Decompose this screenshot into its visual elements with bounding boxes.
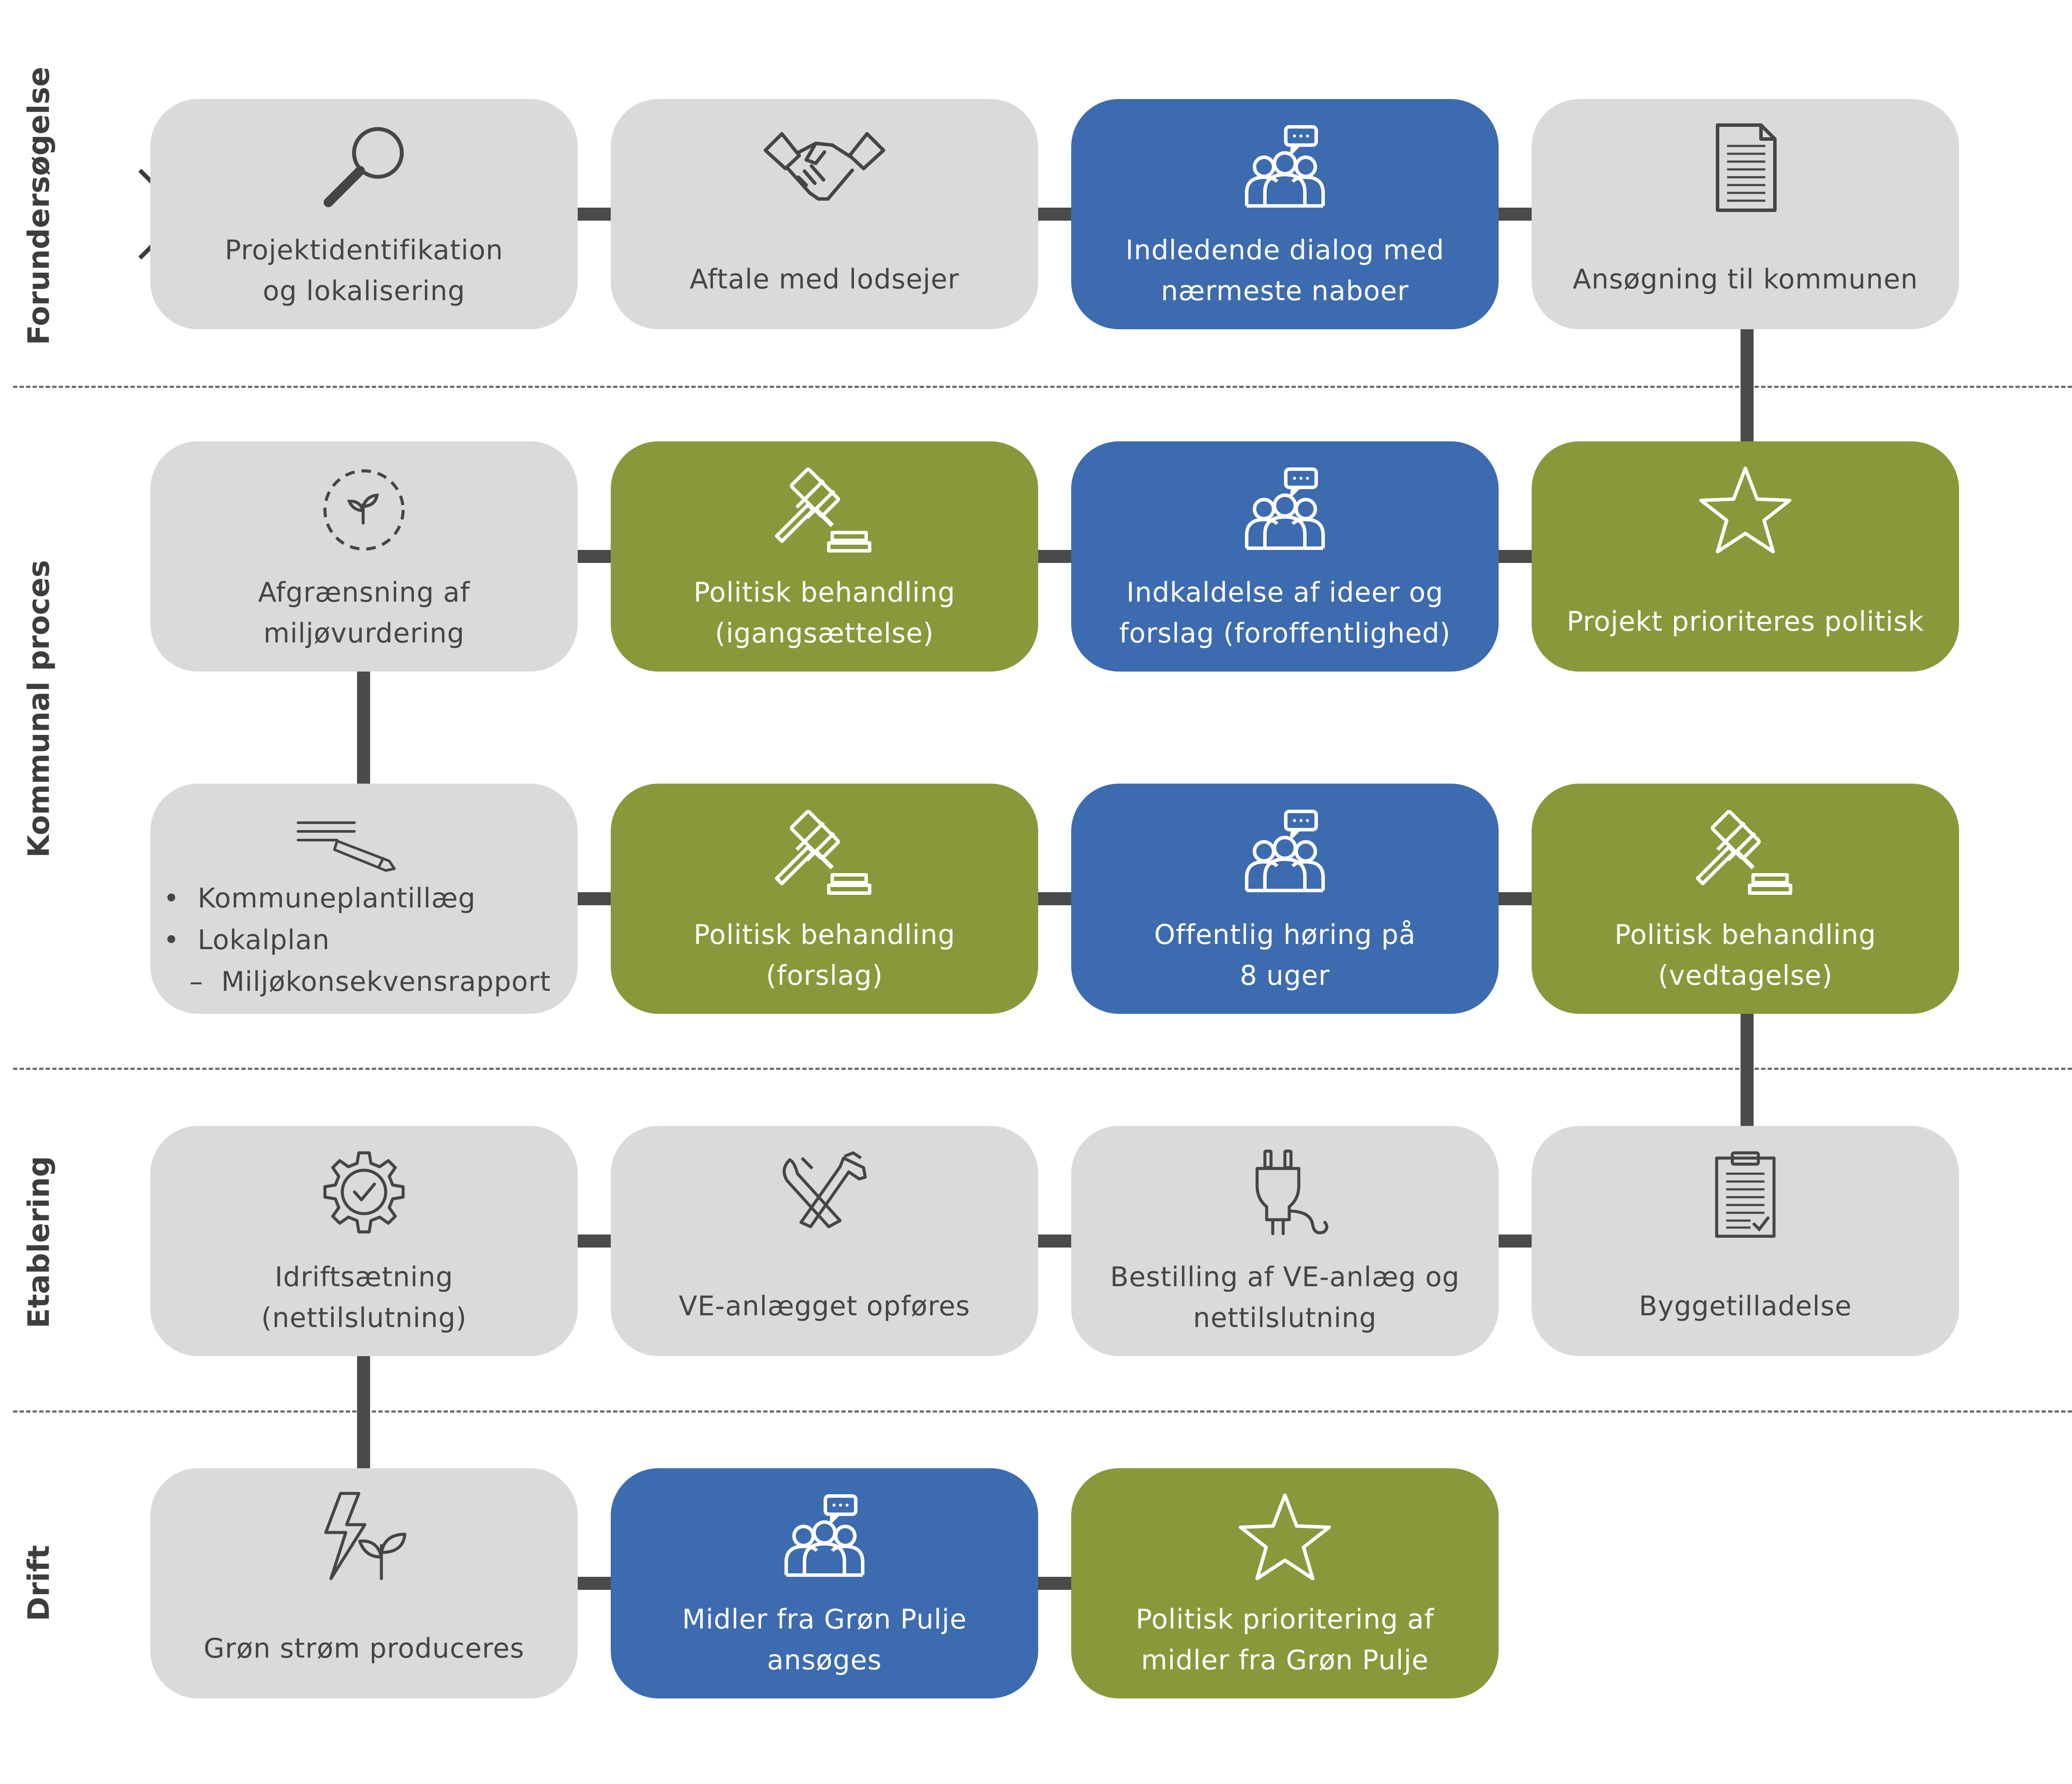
step-politisk-igangsaettelse: Politisk behandling (igangsættelse) [611,441,1038,672]
step-label: Ansøgning til kommunen [1572,263,1918,295]
step-label: 8 uger [1240,960,1330,991]
step-label: Aftale med lodsejer [689,263,960,295]
bullet-lokalplan: Lokalplan [198,924,330,956]
step-label: Politisk behandling [693,919,956,950]
phase-label-etablering: Etablering [22,1156,56,1328]
connector [1499,208,1533,221]
step-label: Projektidentifikation [225,234,503,266]
connector [1038,892,1073,905]
people-speech-icon [1220,804,1350,900]
phase-divider [13,1068,2072,1070]
phase-divider [13,386,2072,388]
step-label: nettilslutning [1193,1302,1377,1334]
connector [1741,1010,1754,1128]
step-politisk-forslag: Politisk behandling (forslag) [611,784,1038,1014]
step-label: Idriftsætning [275,1261,453,1293]
step-label: forslag (foroffentlighed) [1119,617,1451,649]
connector [578,1577,612,1590]
connector [1499,1235,1533,1248]
step-label: ansøges [767,1644,882,1676]
connector [1038,1577,1073,1590]
step-label: Projekt prioriteres politisk [1566,606,1924,637]
gavel-icon [1680,804,1811,900]
step-projektidentifikation: Projektidentifikation og lokalisering [150,99,578,329]
sub-bullet-miljoekonsekvensrapport: Miljøkonsekvensrapport [221,966,551,997]
star-icon [1220,1489,1350,1585]
step-label: (vedtagelse) [1658,960,1833,991]
handshake-icon [759,120,890,215]
step-indkaldelse: Indkaldelse af ideer og forslag (foroffen… [1071,441,1499,672]
people-speech-icon [1220,120,1350,215]
sub-bullet-marker: – [189,966,203,997]
step-planer: • Kommuneplantillæg • Lokalplan – Miljøk… [150,784,578,1014]
connector [1499,892,1533,905]
connector [1038,208,1073,221]
step-indledende-dialog: Indledende dialog med nærmeste naboer [1071,99,1499,329]
step-label: og lokalisering [262,275,466,307]
tools-icon [759,1147,890,1242]
connector [578,892,612,905]
bullet-marker: • [163,882,180,914]
step-prioritering-midler: Politisk prioritering af midler fra Grøn … [1071,1468,1499,1698]
document-icon [1680,120,1811,215]
step-label: VE-anlægget opføres [679,1290,970,1322]
connector [1038,1235,1073,1248]
step-label: Politisk behandling [1614,919,1877,950]
step-politisk-vedtagelse: Politisk behandling (vedtagelse) [1532,784,1959,1014]
connector [578,1235,612,1248]
step-label: nærmeste naboer [1161,275,1409,307]
step-byggetilladelse: Byggetilladelse [1532,1126,1959,1356]
phase-divider [13,1410,2072,1413]
step-label: Midler fra Grøn Pulje [682,1603,967,1635]
connector [1741,326,1754,443]
step-offentlig-hoering: Offentlig høring på 8 uger [1071,784,1499,1014]
gavel-icon [759,462,890,558]
step-bestilling: Bestilling af VE-anlæg og nettilslutning [1071,1126,1499,1356]
step-idriftsaetning: Idriftsætning (nettilslutning) [150,1126,578,1356]
step-label: miljøvurdering [263,617,465,649]
star-icon [1680,462,1811,558]
people-speech-icon [759,1489,890,1585]
step-label: Indledende dialog med [1125,234,1444,266]
plug-icon [1220,1147,1350,1242]
magnifier-icon [299,120,429,215]
step-label: Offentlig høring på [1154,919,1416,950]
phase-label-forundersoegelse: Forundersøgelse [22,66,56,345]
step-label: Politisk prioritering af [1135,1603,1434,1635]
step-label: midler fra Grøn Pulje [1141,1644,1429,1676]
step-aftale-med-lodsejer: Aftale med lodsejer [611,99,1038,329]
gavel-icon [759,804,890,900]
connector [578,550,612,563]
step-afgraensning: Afgrænsning af miljøvurdering [150,441,578,672]
lightning-leaf-icon [299,1489,429,1585]
phase-label-kommunal-proces: Kommunal proces [22,560,56,858]
phase-label-drift: Drift [22,1545,56,1622]
step-label: Bestilling af VE-anlæg og [1110,1261,1460,1293]
clipboard-icon [1680,1147,1811,1242]
bullet-kommuneplantillaeg: Kommuneplantillæg [198,882,476,914]
bullet-marker: • [163,924,180,956]
step-label: Byggetilladelse [1638,1290,1852,1322]
connector [357,668,370,785]
connector [357,1353,370,1470]
step-label: Indkaldelse af ideer og [1126,576,1443,608]
sprout-circle-icon [299,462,429,558]
connector [1038,550,1073,563]
step-label: (nettilslutning) [261,1302,467,1334]
gear-check-icon [299,1147,429,1242]
step-ansoegning: Ansøgning til kommunen [1532,99,1959,329]
step-label: (forslag) [766,960,883,991]
step-label: Politisk behandling [693,576,956,608]
people-speech-icon [1220,462,1350,558]
connector [1499,550,1533,563]
step-ve-anlaegget-opfoeres: VE-anlægget opføres [611,1126,1038,1356]
step-projekt-prioriteres: Projekt prioriteres politisk [1532,441,1959,672]
step-label: Afgrænsning af [258,576,470,608]
step-midler-ansoeges: Midler fra Grøn Pulje ansøges [611,1468,1038,1698]
step-label: Grøn strøm produceres [203,1632,525,1664]
step-groen-stroem: Grøn strøm produceres [150,1468,578,1698]
step-label: (igangsættelse) [715,617,934,649]
connector [578,208,612,221]
